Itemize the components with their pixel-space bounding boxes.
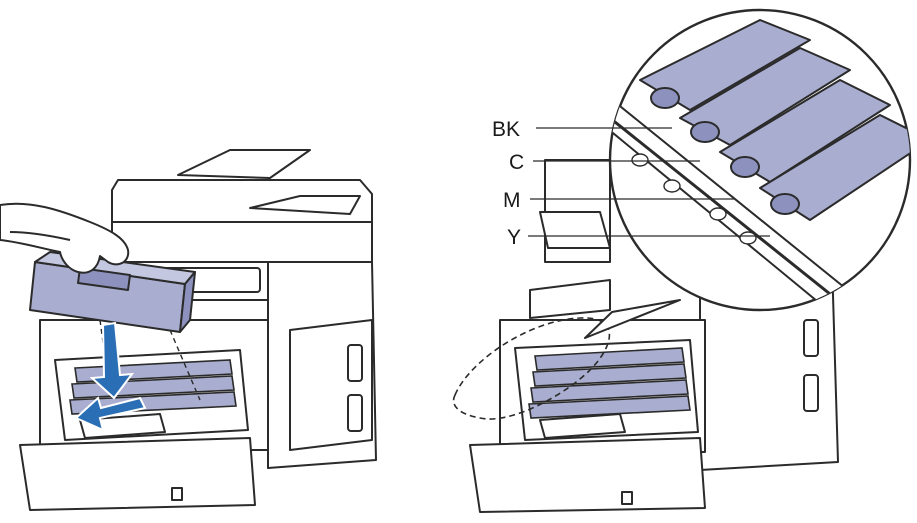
side-vent-left [347,344,363,382]
control-panel-right [539,211,611,249]
toner-slots-right [528,347,691,419]
label-m: M [503,189,521,212]
scanner-body-left [111,221,373,263]
top-ledge-right [529,279,611,319]
toner-cartridge-held [29,251,196,333]
label-c: C [509,151,524,174]
side-vent2-left [347,394,363,432]
front-cover-left [19,437,256,511]
adf-tray-left [177,149,311,179]
insert-arrow-icon [89,321,135,400]
slide-arrow-icon [74,396,147,432]
highlight-ellipse [452,317,611,420]
slot-right-2 [532,363,687,387]
hand-icon [0,202,130,274]
label-y: Y [507,226,521,249]
slot-right-3 [530,379,689,403]
drum-handle-right [539,413,626,439]
cover-label-left [171,487,183,501]
side-vent-right [803,319,819,357]
rail-edge [610,116,851,310]
printer-left [19,149,377,511]
slot-right-1 [534,347,685,371]
adf-output-left [249,195,361,215]
label-leaders [528,127,770,237]
slot-right-4 [528,395,691,419]
side-panel-left [289,319,373,451]
front-cover-right [469,437,706,513]
cover-label-right [621,491,633,505]
magnify-callout-icon [608,8,912,312]
callout-pointer [584,299,681,339]
side-vent2-right [803,374,819,412]
label-bk: BK [492,118,520,141]
